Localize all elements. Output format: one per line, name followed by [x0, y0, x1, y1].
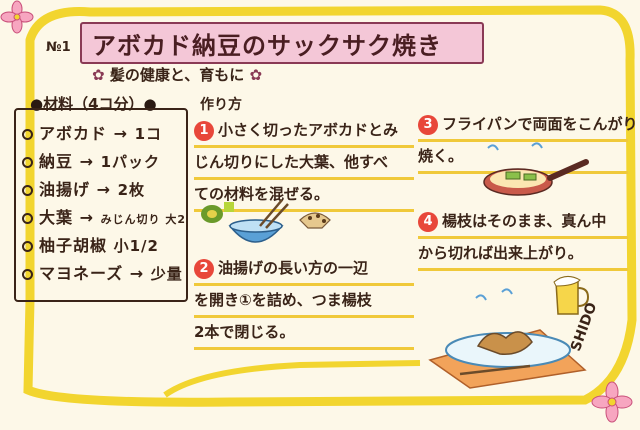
step-line: から切れば出来上がり。 — [418, 239, 628, 271]
ingredient-row: マヨネーズ → 少量 — [22, 260, 182, 288]
step-line: 2本で閉じる。 — [194, 318, 414, 350]
bullet-icon — [22, 129, 33, 140]
bullet-icon — [22, 157, 33, 168]
subtitle-text: 髪の健康と、育もに — [109, 66, 245, 84]
ingredient-amount: 2枚 — [117, 181, 145, 199]
step-text: 楊枝はそのまま、真ん中 — [442, 212, 607, 230]
step-number: 2 — [194, 258, 214, 279]
ingredient-row: 油揚げ → 2枚 — [22, 176, 182, 204]
step-line: ての材料を混ぜる。 — [194, 180, 414, 212]
method-heading: 作り方 — [200, 97, 242, 113]
step-line: を開き①を詰め、つま楊枝 — [194, 286, 414, 318]
title-banner — [80, 22, 484, 64]
step-line: じん切りにした大葉、他すべ — [194, 148, 414, 180]
pan-illustration — [483, 142, 589, 196]
flower-icon — [0, 0, 34, 34]
arrow-icon: → — [123, 264, 151, 283]
ingredient-row: 大葉 → みじん切り 大2 — [22, 204, 185, 232]
step-text: フライパンで両面をこんがり — [442, 115, 638, 133]
ingredient-name: 柚子胡椒 — [39, 236, 108, 255]
step-text: 小さく切ったアボカドとみ — [218, 121, 399, 139]
sparkle-icon: ✿ — [249, 66, 263, 84]
bullet-icon — [22, 185, 33, 196]
step-text: じん切りにした大葉、他すべ — [194, 153, 388, 171]
beer-icon — [553, 276, 590, 315]
step-text: を開き①を詰め、つま楊枝 — [194, 291, 372, 309]
ingredient-amount: 1パック — [100, 153, 160, 171]
step-text: 油揚げの長い方の一辺 — [218, 259, 369, 277]
card-number: №1 — [46, 40, 71, 55]
subtitle: ✿ 髪の健康と、育もに ✿ — [92, 64, 262, 85]
ingredients-box — [14, 108, 188, 302]
step-number: 4 — [418, 211, 438, 232]
step-number: 1 — [194, 120, 214, 141]
ingredient-amount: 少量 — [150, 265, 183, 283]
bullet-icon — [22, 213, 33, 224]
ingredient-name: マヨネーズ — [39, 264, 124, 283]
ingredient-name: 油揚げ — [39, 180, 91, 199]
step-text: 2本で閉じる。 — [194, 323, 295, 341]
ingredient-name: 大葉 — [39, 208, 74, 227]
ingredient-name: 納豆 — [39, 152, 74, 171]
flower-icon — [591, 381, 633, 423]
bullet-icon — [22, 269, 33, 280]
page-title: アボカド納豆のサックサク焼き — [92, 32, 442, 60]
step-number: 3 — [418, 114, 438, 135]
bullet-icon — [22, 241, 33, 252]
step-text: 焼く。 — [418, 147, 464, 165]
step-text: ての材料を混ぜる。 — [194, 185, 330, 203]
ingredient-name: アボカド — [39, 124, 108, 143]
step-text: から切れば出来上がり。 — [418, 244, 583, 262]
arrow-icon: → — [73, 208, 101, 227]
ingredient-row: 納豆 → 1パック — [22, 148, 182, 176]
sparkle-icon: ✿ — [92, 66, 105, 84]
ingredient-row: 柚子胡椒 小1/2 — [22, 232, 182, 260]
bowl-illustration — [201, 199, 331, 243]
arrow-icon: → — [107, 124, 135, 143]
ingredient-amount: みじん切り 大2 — [100, 213, 187, 226]
arrow-icon: → — [73, 152, 101, 171]
arrow-icon: → — [90, 180, 118, 199]
ingredient-row: アボカド → 1コ — [22, 120, 182, 148]
ingredient-amount: 1コ — [134, 125, 162, 143]
ingredient-amount: 小1/2 — [113, 237, 159, 255]
plate-illustration — [428, 288, 587, 389]
